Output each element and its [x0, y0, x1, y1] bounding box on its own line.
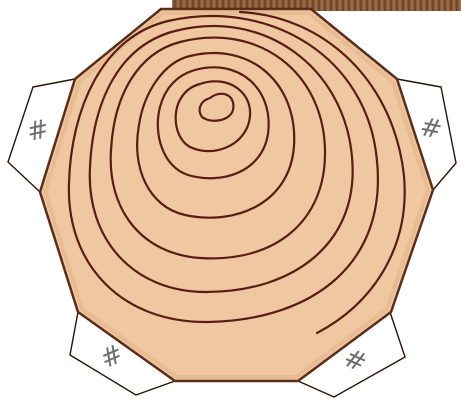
game-board: # # # # — [0, 0, 461, 399]
